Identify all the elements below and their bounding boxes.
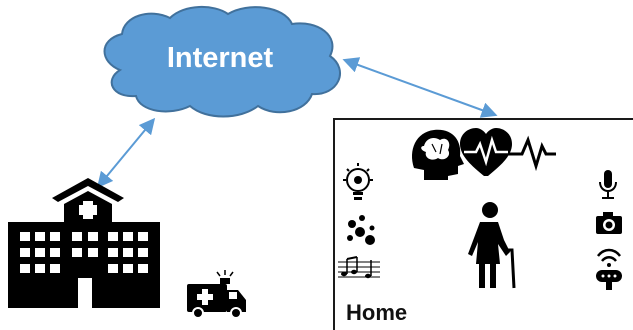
pulse-line-icon (508, 135, 556, 172)
hospital-building-icon (8, 178, 160, 308)
heart-pulse-icon (460, 128, 512, 176)
music-notes-icon (338, 256, 380, 279)
ambulance-icon (187, 270, 246, 319)
internet-home-arrow (342, 57, 498, 118)
elderly-person-with-cane-icon (468, 202, 516, 289)
internet-label: Internet (166, 42, 274, 74)
lightbulb-gear-icon (343, 163, 373, 200)
wifi-router-icon (596, 248, 622, 290)
home-boundary (333, 118, 633, 330)
hospital-internet-arrow (96, 117, 156, 189)
microphone-icon (599, 170, 617, 199)
home-label: Home (346, 300, 408, 325)
camera-icon (596, 212, 622, 234)
bubbles-icon (347, 215, 375, 245)
internet-cloud (103, 5, 341, 118)
brain-head-icon (412, 129, 464, 180)
